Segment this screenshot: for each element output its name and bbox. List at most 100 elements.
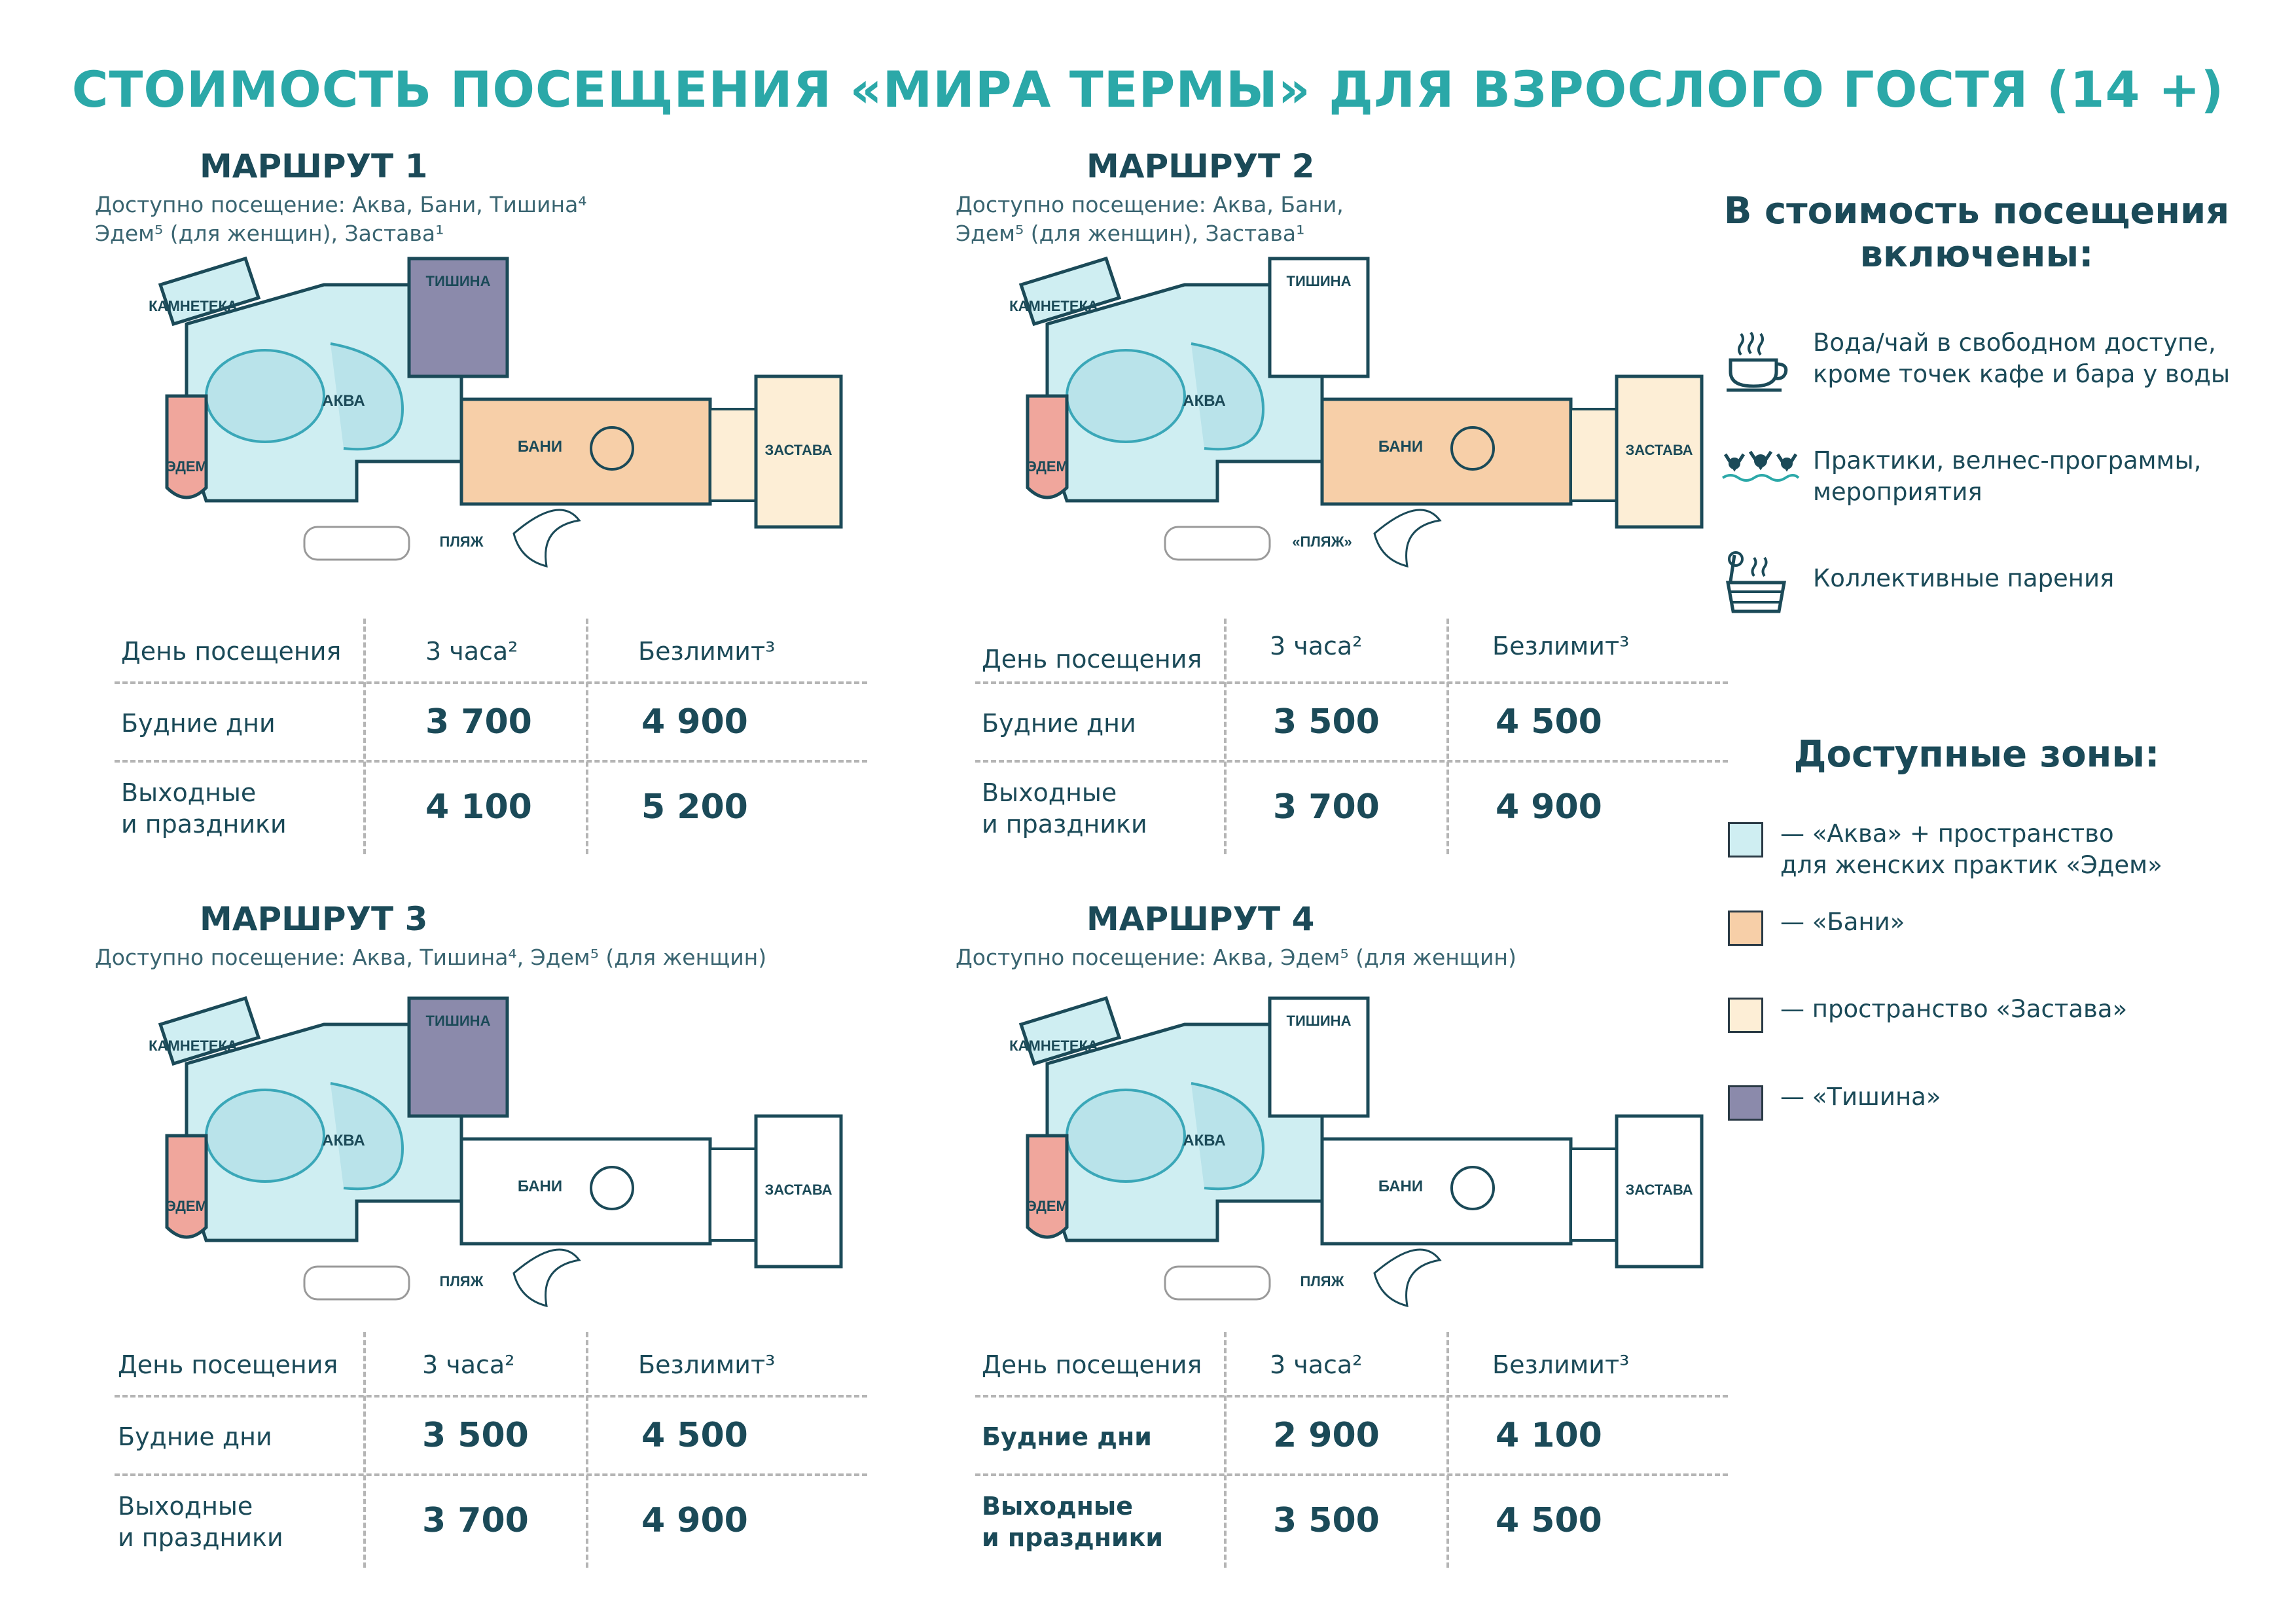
price-weekend-3h: 4 100 [425,787,532,827]
zone-zastava [754,1114,843,1269]
zone-bani [1320,1137,1573,1246]
zone-bani [459,397,712,506]
included-text: Вода/чай в свободном доступе,кроме точек… [1813,329,2231,388]
zone-zastava [1615,1114,1704,1269]
zone-edem [165,394,208,499]
zone-kamneteka [1018,996,1122,1066]
zone-tishina [1268,996,1370,1118]
price-weekday-3h: 3 500 [422,1416,529,1455]
pool-shape [1191,1082,1265,1191]
price-weekday-unlimited: 4 500 [1496,702,1602,742]
zone-tishina [407,257,509,378]
price-weekend-unlimited: 4 500 [1496,1501,1602,1540]
row-label-weekdays: Будние дни [982,1422,1152,1451]
route-3: МАРШРУТ 3 Доступно посещение: Аква, Тиши… [95,900,900,1620]
zone-edem [1026,394,1069,499]
col-header-3h: 3 часа² [425,637,518,666]
zone-zastava [1615,374,1704,529]
bani-round-room [1450,1166,1495,1210]
route-title: МАРШРУТ 1 [200,147,428,185]
included-text: Практики, велнес-программы,мероприятия [1813,446,2202,506]
col-header-unlimited: Безлимит³ [638,1350,776,1379]
wellness-people-icon [1721,445,1800,511]
beach-loungers [1164,526,1271,561]
beach-shape [1373,509,1442,568]
map-label-edem: ЭДЕМ [1026,1198,1068,1214]
zone-kamneteka [1018,256,1122,327]
zone-kamneteka [158,256,261,327]
route-2: МАРШРУТ 2 Доступно посещение: Аква, Бани… [956,147,1761,867]
map-label-edem: ЭДЕМ [1026,458,1068,475]
zone-tishina [407,996,509,1118]
map-label-bani: БАНИ [518,1178,562,1195]
price-table: День посещения 3 часа² Безлимит³ Будние … [115,1332,867,1568]
map-label-zastava: ЗАСТАВА [764,442,832,458]
col-header-unlimited: Безлимит³ [638,637,776,666]
map-label-kamneteka: КАМНЕТЕКА [149,298,238,314]
zone-swatch [1728,822,1763,857]
route-availability: Доступно посещение: Аква, Бани, Эдем⁵ (д… [956,190,1466,248]
route-availability: Доступно посещение: Аква, Бани, Тишина⁴ … [95,190,605,248]
col-header-unlimited: Безлимит³ [1492,1350,1630,1379]
route-title: МАРШРУТ 4 [1086,900,1315,938]
map-label-akva: АКВА [322,1132,365,1149]
map-label-zastava: ЗАСТАВА [1625,442,1693,458]
included-item: Вода/чай в свободном доступе,кроме точек… [1721,327,2296,399]
map-label-tishina: ТИШИНА [426,1013,491,1029]
price-weekend-unlimited: 4 900 [641,1501,748,1540]
zone-zastava-yard [709,1147,757,1242]
pool-shape [1066,1089,1186,1183]
map-label-bani: БАНИ [518,438,562,456]
price-weekend-3h: 3 500 [1273,1501,1380,1540]
beach-shape [512,509,581,568]
map-label-bani: БАНИ [1378,1178,1423,1195]
col-header-day: День посещения [118,1350,338,1379]
col-header-3h: 3 часа² [422,1350,515,1379]
price-weekend-3h: 3 700 [1273,787,1380,827]
map-label-edem: ЭДЕМ [166,1198,207,1214]
zone-kamneteka [158,996,261,1066]
map-label-kamneteka: КАМНЕТЕКА [1009,1038,1098,1054]
map-label-tishina: ТИШИНА [426,273,491,289]
steam-bucket-icon [1721,550,1800,615]
zone-swatch [1728,1085,1763,1121]
price-weekend-3h: 3 700 [422,1501,529,1540]
zone-zastava-yard [1570,1147,1618,1242]
map-label-plyazh: «ПЛЯЖ» [1292,533,1352,550]
route-availability: Доступно посещение: Аква, Тишина⁴, Эдем⁵… [95,943,815,972]
route-availability-line: Эдем⁵ (для женщин), Застава¹ [956,221,1305,246]
bani-round-room [1450,426,1495,471]
beach-loungers [303,526,410,561]
price-table: День посещения 3 часа² Безлимит³ Будние … [115,619,867,854]
price-weekday-unlimited: 4 500 [641,1416,748,1455]
map-label-plyazh: ПЛЯЖ [440,533,484,550]
price-table: День посещения 3 часа² Безлимит³ Будние … [975,619,1728,854]
price-weekday-3h: 3 700 [425,702,532,742]
zone-text: — «Бани» [1780,908,1905,936]
zones-heading: Доступные зоны: [1793,733,2160,776]
included-item: Коллективные парения [1721,550,2296,622]
map-label-edem: ЭДЕМ [166,458,207,475]
included-item: Практики, велнес-программы,мероприятия [1721,445,2296,517]
price-weekday-unlimited: 4 100 [1496,1416,1602,1455]
route-title: МАРШРУТ 2 [1086,147,1315,185]
route-availability-line: Доступно посещение: Аква, Бани, [956,192,1344,217]
price-weekend-unlimited: 5 200 [641,787,748,827]
price-weekday-unlimited: 4 900 [641,702,748,742]
map-label-zastava: ЗАСТАВА [1625,1182,1693,1198]
zone-text: — пространство «Застава» [1780,995,2128,1023]
map-label-tishina: ТИШИНА [1287,1013,1352,1029]
zone-edem [1026,1134,1069,1239]
zone-zastava-yard [709,408,757,502]
route-4: МАРШРУТ 4 Доступно посещение: Аква, Эдем… [956,900,1761,1620]
zone-swatch [1728,911,1763,946]
row-label-weekdays: Будние дни [121,709,276,738]
beach-shape [512,1248,581,1308]
zone-bani [459,1137,712,1246]
